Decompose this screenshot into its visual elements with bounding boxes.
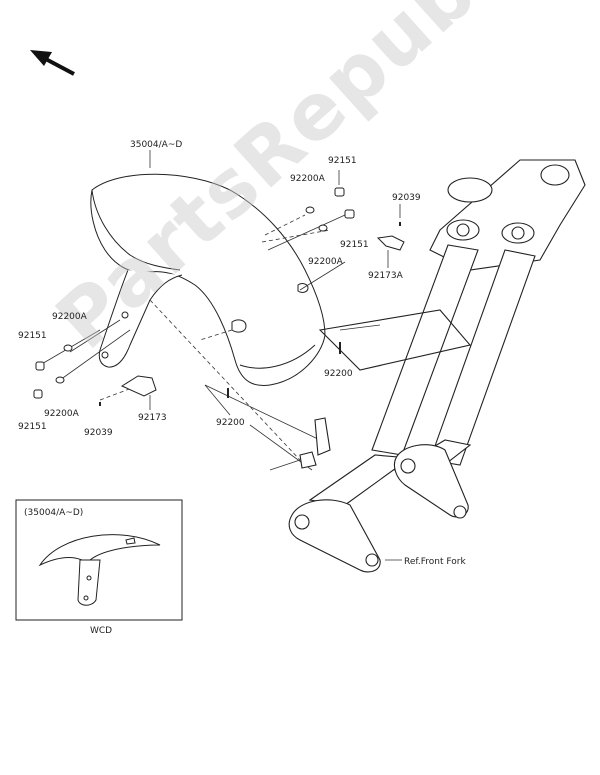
front-fender xyxy=(90,173,326,387)
label-bracket-left: 92173 xyxy=(138,413,167,423)
label-fork-ref: Ref.Front Fork xyxy=(404,557,466,567)
inset-caption: WCD xyxy=(90,626,113,636)
label-clip-top: 92039 xyxy=(392,193,421,203)
label-grommet-right: 92200 xyxy=(324,369,353,379)
label-bolt-left-1: 92151 xyxy=(18,331,47,341)
label-bracket-right: 92173A xyxy=(368,271,403,281)
label-washer-left-1: 92200A xyxy=(52,312,87,322)
label-washer-left-2: 92200A xyxy=(44,409,79,419)
label-washer-top-2: 92200A xyxy=(308,257,343,267)
label-bolt-top-2: 92151 xyxy=(340,240,369,250)
label-bolt-left-2: 92151 xyxy=(18,422,47,432)
direction-arrow-icon xyxy=(30,50,75,76)
label-bolt-top-1: 92151 xyxy=(328,156,357,166)
front-fork-assembly xyxy=(288,159,586,573)
label-clip-bottom: 92039 xyxy=(84,428,113,438)
label-fender: 35004/A~D xyxy=(130,140,183,150)
label-washer-top-1: 92200A xyxy=(290,174,325,184)
label-grommet-center: 92200 xyxy=(216,418,245,428)
hardware-parts xyxy=(33,187,405,406)
inset-box xyxy=(15,499,183,621)
inset-title: (35004/A~D) xyxy=(24,508,84,518)
